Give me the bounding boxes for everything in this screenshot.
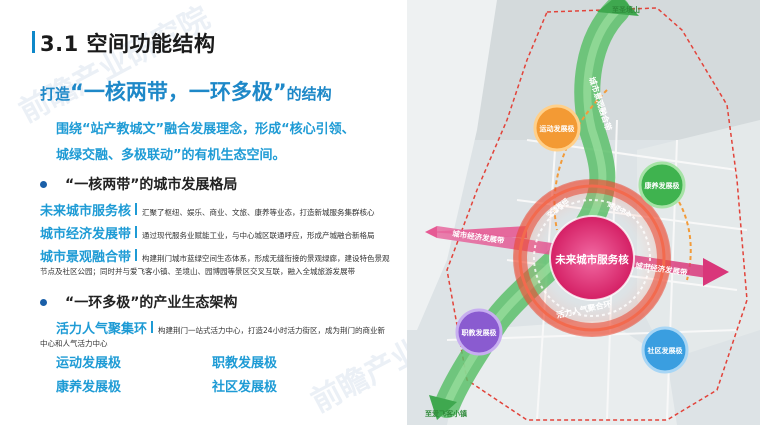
title-accent-bar xyxy=(32,31,35,53)
belt-desc: 构建荆门城市蓝绿空间生态体系，形成无缝衔接的景观绿廊，建设特色景观 xyxy=(142,254,390,263)
headline: 打造“一核两带，一环多极”的结构 xyxy=(40,76,332,106)
econ-belt-arrow-right xyxy=(703,258,729,286)
hub-item: 活力人气聚集环 构建荆门一站式活力中心，打造24小时活力街区，成为荆门的商业新 xyxy=(56,318,385,337)
belt-desc: 汇聚了枢纽、娱乐、商业、文旅、康养等业态，打造新城服务集群核心 xyxy=(142,208,375,217)
belt-item: 城市经济发展带 通过现代服务业赋能工业，与中心城区联通呼应，形成产城融合新格局 xyxy=(40,223,375,242)
pole-label: 职教发展极 xyxy=(212,356,278,371)
belt-desc-cont: 节点及社区公园；同时并与爱飞客小镇、圣境山、园博园等景区交叉互联，融入全城旅游发… xyxy=(40,267,355,276)
pole-label: 运动发展极 xyxy=(56,356,122,371)
map-label-core: 未来城市服务核 xyxy=(554,253,629,266)
map-label-top: 至圣境山 xyxy=(612,5,640,14)
service-core xyxy=(550,216,634,300)
structure-map-svg: 至圣境山 至爱飞客小镇 城市景观融合带 城市经济发展带 城市经济发展带 活力人气… xyxy=(407,0,760,425)
pole-sport-border xyxy=(533,104,581,152)
pole-community-border xyxy=(641,326,689,374)
pole-label: 康养发展极 xyxy=(56,380,122,395)
connector-curve xyxy=(553,89,608,231)
belt-name: 城市经济发展带 xyxy=(40,227,132,242)
headline-quote: “一核两带，一环多极” xyxy=(70,80,287,104)
belt-desc: 通过现代服务业赋能工业，与中心城区联通呼应，形成产城融合新格局 xyxy=(142,231,375,240)
pole-vocational-border xyxy=(455,308,503,356)
map-label-pole-health: 康养发展极 xyxy=(645,181,681,190)
structure-map: 至圣境山 至爱飞客小镇 城市景观融合带 城市经济发展带 城市经济发展带 活力人气… xyxy=(407,0,760,425)
hub-name: 活力人气聚集环 xyxy=(56,322,148,337)
bullet-dot xyxy=(40,298,47,306)
divider xyxy=(135,249,138,261)
map-label-pole-sport: 运动发展极 xyxy=(540,124,576,133)
map-label-pole-community: 社区发展极 xyxy=(647,346,684,355)
hub-desc-cont: 中心和人气活力中心 xyxy=(40,339,108,348)
pole-health-border xyxy=(638,161,686,209)
page-title: 3.1 空间功能结构 xyxy=(40,32,216,56)
map-label-bottom: 至爱飞客小镇 xyxy=(425,409,467,418)
terrain-area xyxy=(407,0,497,330)
divider xyxy=(135,226,138,238)
headline-pre: 打造 xyxy=(40,85,71,103)
map-label-pole-vocational: 职教发展极 xyxy=(462,328,498,337)
hub-desc: 构建荆门一站式活力中心，打造24小时活力街区，成为荆门的商业新 xyxy=(158,326,386,335)
bullet-dot xyxy=(40,180,47,188)
belt-item: 未来城市服务核 汇聚了枢纽、娱乐、商业、文旅、康养等业态，打造新城服务集群核心 xyxy=(40,200,375,219)
section-heading-1: “一核两带”的城市发展格局 xyxy=(40,174,237,194)
econ-belt-arrow-tip xyxy=(425,226,437,238)
watermark: 前瞻产业研究院 xyxy=(13,0,216,130)
service-core-border xyxy=(549,215,635,301)
intro-line-2: 城绿交融、多极联动”的有机生态空间。 xyxy=(56,148,286,163)
terrain-area xyxy=(447,320,677,425)
arrow-down-icon xyxy=(429,395,457,420)
divider xyxy=(135,203,138,215)
pole-label: 社区发展极 xyxy=(212,380,278,395)
vitality-ring-inner xyxy=(533,199,651,317)
pole-health-circle xyxy=(640,163,684,207)
intro-line-1: 围绕“站产教城文”融合发展理念，形成“核心引领、 xyxy=(56,122,355,137)
belt-item: 城市景观融合带 构建荆门城市蓝绿空间生态体系，形成无缝衔接的景观绿廊，建设特色景… xyxy=(40,246,390,265)
belt-name: 城市景观融合带 xyxy=(40,250,132,265)
headline-post: 的结构 xyxy=(286,85,332,103)
pole-vocational-circle xyxy=(457,310,501,354)
arrow-up-icon xyxy=(597,0,639,16)
belt-name: 未来城市服务核 xyxy=(40,204,132,219)
section-heading-2: “一环多极”的产业生态架构 xyxy=(40,292,237,312)
pole-sport-circle xyxy=(535,106,579,150)
pole-community-circle xyxy=(643,328,687,372)
vitality-ring-line xyxy=(518,184,666,332)
divider xyxy=(151,321,154,333)
section-heading-text: “一环多极”的产业生态架构 xyxy=(65,295,238,311)
section-heading-text: “一核两带”的城市发展格局 xyxy=(65,177,238,193)
